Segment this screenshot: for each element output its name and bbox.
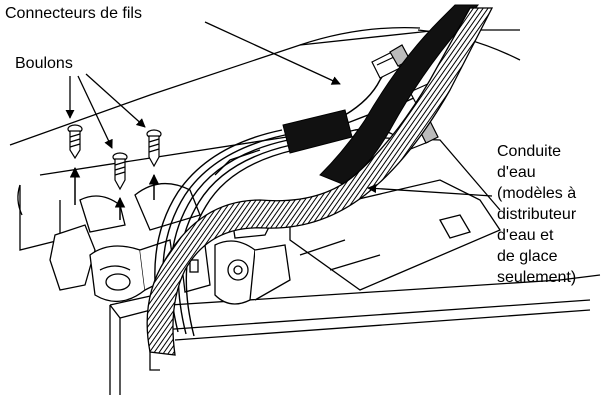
bolt-center	[112, 152, 128, 191]
water-line-label-line: seulement)	[497, 269, 577, 286]
water-line-tube	[146, 7, 494, 356]
water-line-label-line: d'eau	[497, 164, 536, 181]
water-line-label-line: (modèles à	[497, 185, 577, 202]
bolt-left	[67, 124, 83, 160]
insertion-arrows	[69, 166, 160, 220]
water-line-label-line: d'eau et	[497, 227, 554, 244]
wire-tape	[282, 109, 353, 154]
water-line-leader-line	[367, 183, 493, 197]
bolt-right	[146, 129, 162, 168]
wire-connector-top	[371, 44, 411, 79]
bolts-label: Boulons	[15, 55, 73, 72]
main-power-cable	[319, 4, 480, 186]
water-line-label: Conduite d'eau (modèles à distributeur d…	[497, 141, 576, 288]
water-line-label-line: de glace	[497, 248, 558, 265]
wire-connectors-label: Connecteurs de fils	[5, 5, 142, 22]
water-line-label-line: distributeur	[497, 206, 577, 223]
bolts-leader-lines	[65, 73, 146, 149]
water-line-label-line: Conduite	[497, 143, 562, 160]
connectors-leader-line	[204, 21, 341, 85]
